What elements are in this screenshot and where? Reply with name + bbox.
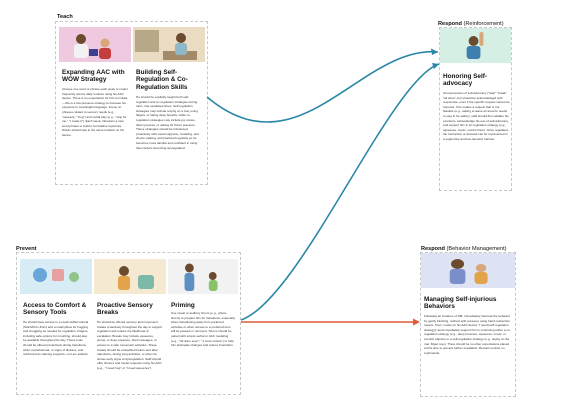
card-title: Access to Comfort & Sensory Tools <box>23 302 87 317</box>
respond-title: Respond <box>438 21 462 27</box>
section-label-teach: Teach <box>57 14 73 20</box>
illustration-sensory-tools-icon <box>20 259 92 294</box>
card-body: All expressions of self-advocacy ("help"… <box>443 91 510 141</box>
connector-priming-to-honoring <box>240 63 440 321</box>
respond-subtitle: (Behavior Management) <box>446 246 507 252</box>
illustration-child-raising-hand-icon <box>440 28 511 63</box>
card-title: Expanding AAC with WOW Strategy <box>62 69 125 84</box>
card-body: Choose one word or phrase each week to m… <box>62 87 128 137</box>
connector-self-regulation-to-honoring <box>206 51 439 123</box>
teach-group <box>55 21 208 185</box>
arrowhead-managing <box>413 318 420 326</box>
illustration-adult-child-device-icon <box>59 27 131 62</box>
section-label-prevent: Prevent <box>16 246 37 252</box>
illustration-sensory-break-icon <box>94 259 166 294</box>
card-body: He should be explicitly taught both self… <box>136 95 199 150</box>
card-title: Building Self-Regulation & Co-Regulation… <box>136 69 188 91</box>
card-honoring-self-advocacy: Honoring Self-advocacy All expressions o… <box>439 27 512 191</box>
card-proactive-sensory: Proactive Sensory Breaks He should be of… <box>94 259 166 391</box>
card-title: Proactive Sensory Breaks <box>97 302 153 317</box>
illustration-adult-child-timer-icon <box>168 259 238 294</box>
card-title: Managing Self-injurious Behaviors <box>424 296 497 311</box>
arrowhead-honoring-2 <box>432 63 439 69</box>
prevent-group <box>16 252 241 395</box>
card-access-comfort: Access to Comfort & Sensory Tools He sho… <box>20 259 92 391</box>
card-body: He should have access to a small stuffed… <box>23 320 89 357</box>
card-body: Use visual or auditory timers (e.g., pho… <box>171 311 236 348</box>
card-body: Following an instance of SIB, immediatel… <box>424 314 511 355</box>
respond-subtitle: (Reinforcement) <box>463 21 504 27</box>
illustration-classroom-icon <box>133 27 205 62</box>
section-label-respond-reinforcement: Respond (Reinforcement) <box>438 21 504 27</box>
card-managing-sib: Managing Self-injurious Behaviors Follow… <box>420 252 516 397</box>
respond-title: Respond <box>421 246 445 252</box>
section-label-respond-behavior: Respond (Behavior Management) <box>421 246 507 252</box>
card-priming: Priming Use visual or auditory timers (e… <box>168 259 238 391</box>
card-title: Priming <box>171 302 195 309</box>
card-expanding-aac: Expanding AAC with WOW Strategy Choose o… <box>59 27 131 179</box>
illustration-adult-child-support-icon <box>421 253 515 288</box>
card-body: He should be offered sensory and movemen… <box>97 320 163 370</box>
arrowhead-honoring <box>431 48 438 55</box>
card-title: Honoring Self-advocacy <box>443 73 488 88</box>
card-self-regulation: Building Self-Regulation & Co-Regulation… <box>133 27 205 179</box>
